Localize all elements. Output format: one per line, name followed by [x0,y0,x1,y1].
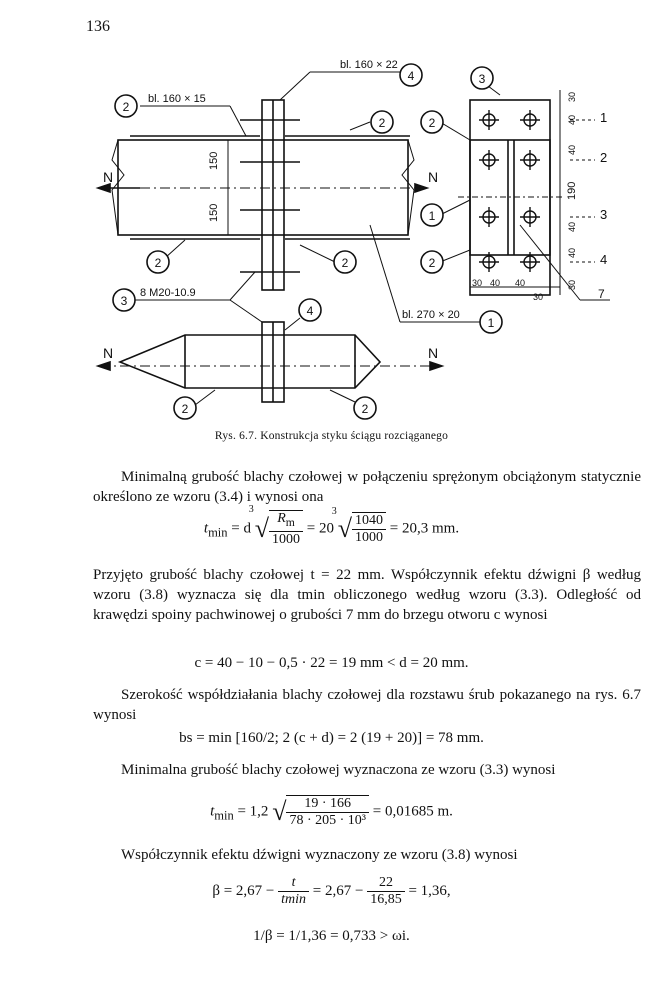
row-3: 3 [600,207,607,222]
mark-2c: 2 [155,256,162,270]
mark-2d: 2 [342,256,349,270]
weld-7: 7 [598,287,605,301]
page-number: 136 [86,18,110,35]
dim-40-2: 40 [567,145,577,155]
dim-30-bottom: 30 [567,280,577,290]
mark-1a: 1 [488,316,495,330]
paragraph-3: Szerokość współdziałania blachy czołowej… [93,687,641,723]
mark-1b: 1 [429,209,436,223]
dim-190: 190 [566,182,578,200]
mark-2h: 2 [429,256,436,270]
label-force-left-plan: N [103,345,113,361]
mark-2a: 2 [123,100,130,114]
dim-150-bottom: 150 [208,204,220,222]
row-2: 2 [600,150,607,165]
label-force-right: N [428,169,438,185]
dim-30-top: 30 [567,92,577,102]
mark-2e: 2 [182,402,189,416]
paragraph-2: Przyjęto grubość blachy czołowej t = 22 … [93,567,641,623]
figure-splice-drawing: 2 4 2 2 2 3 4 1 2 2 3 2 1 2 bl. 160 × 22… [95,59,610,420]
paragraph-1: Minimalną grubość blachy czołowej w połą… [93,469,641,505]
dim-30-right: 30 [533,292,543,302]
equation-inverse-beta: 1/β = 1/1,36 = 0,733 > ωi. [253,928,410,944]
mark-3b: 3 [479,72,486,86]
label-force-left: N [103,169,113,185]
mark-3a: 3 [121,294,128,308]
mark-2f: 2 [362,402,369,416]
equation-bs: bs = min [160/2; 2 (c + d) = 2 (19 + 20)… [179,730,484,746]
figure-caption: Rys. 6.7. Konstrukcja styku ściągu rozci… [214,430,449,442]
label-plate-bottom: bl. 270 × 20 [402,309,460,321]
paragraph-4: Minimalna grubość blachy czołowej wyznac… [121,762,556,778]
tie-plan-outline [117,334,382,389]
row-4: 4 [600,252,607,267]
label-plate-top: bl. 160 × 22 [340,59,398,71]
label-plate-cover: bl. 160 × 15 [148,93,206,105]
dim-30-left: 30 [472,278,482,288]
label-bolts: 8 M20-10.9 [140,287,196,299]
mark-4b: 4 [307,304,314,318]
dim-40-h1: 40 [490,278,500,288]
equation-c: c = 40 − 10 − 0,5 · 22 = 19 mm < d = 20 … [194,655,469,671]
dim-150-top: 150 [208,152,220,170]
row-1: 1 [600,110,607,125]
mark-2g: 2 [429,116,436,130]
dim-40-4: 40 [567,248,577,258]
paragraph-5: Współczynnik efektu dźwigni wyznaczony z… [121,847,518,863]
mark-2b: 2 [379,116,386,130]
dim-40-1: 40 [567,115,577,125]
label-force-right-plan: N [428,345,438,361]
dim-40-3: 40 [567,222,577,232]
mark-4a: 4 [408,69,415,83]
dim-40-h2: 40 [515,278,525,288]
